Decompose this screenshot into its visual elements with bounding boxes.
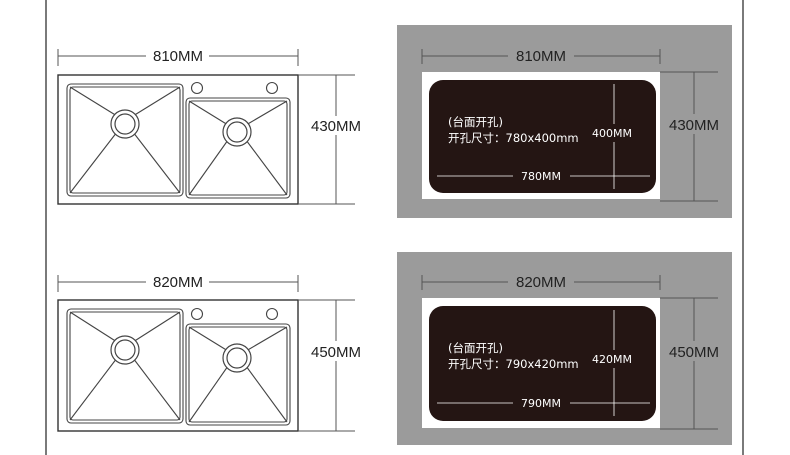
cutout-height-label: 450MM xyxy=(669,344,719,361)
sink-height-label: 430MM xyxy=(311,118,361,135)
cutout-width-dimension xyxy=(421,49,661,64)
faucet-hole-icon xyxy=(190,81,204,95)
inner-height-label: 400MM xyxy=(592,127,632,140)
large-bowl xyxy=(66,308,184,424)
cutout-note-line2: 开孔尺寸：780x400mm xyxy=(448,131,579,145)
faucet-hole-icon xyxy=(265,81,279,95)
faucet-hole-icon xyxy=(265,307,279,321)
faucet-hole-icon xyxy=(190,307,204,321)
small-bowl xyxy=(185,97,291,199)
sink-drawing-1: 810MM xyxy=(57,48,361,205)
cutout-hole xyxy=(429,80,656,193)
sink-outline xyxy=(57,299,299,432)
cutout-panel-1: 810MM (台面开孔) 开孔尺寸：780x400mm 400MM 780MM … xyxy=(397,25,732,218)
drain-icon xyxy=(222,343,252,373)
sink-height-label: 450MM xyxy=(311,344,361,361)
cutout-panel-2: 820MM (台面开孔) 开孔尺寸：790x420mm 420MM 790MM … xyxy=(397,252,732,445)
cutout-height-dimension xyxy=(660,297,718,430)
sink-outline xyxy=(57,74,299,205)
sink-width-label: 820MM xyxy=(153,274,203,291)
cutout-note-line1: (台面开孔) xyxy=(448,115,503,129)
drain-icon xyxy=(110,109,140,139)
sink-width-dimension xyxy=(57,275,299,292)
inner-height-label: 420MM xyxy=(592,353,632,366)
cutout-height-label: 430MM xyxy=(669,117,719,134)
cutout-note-line2: 开孔尺寸：790x420mm xyxy=(448,357,579,371)
inner-width-label: 790MM xyxy=(521,397,561,410)
sink-width-dimension xyxy=(57,49,299,66)
sink-height-dimension xyxy=(298,299,355,432)
cutout-note-line1: (台面开孔) xyxy=(448,341,503,355)
cutout-width-label: 810MM xyxy=(516,48,566,65)
cutout-height-dimension xyxy=(660,71,718,202)
drain-icon xyxy=(222,117,252,147)
cutout-width-label: 820MM xyxy=(516,274,566,291)
large-bowl xyxy=(66,83,184,197)
drain-icon xyxy=(110,335,140,365)
sink-height-dimension xyxy=(298,74,355,205)
inner-width-label: 780MM xyxy=(521,170,561,183)
cutout-hole xyxy=(429,306,656,421)
sink-width-label: 810MM xyxy=(153,48,203,65)
sink-drawing-2: 820MM xyxy=(57,274,361,432)
small-bowl xyxy=(185,323,291,426)
cutout-width-dimension xyxy=(421,275,661,290)
